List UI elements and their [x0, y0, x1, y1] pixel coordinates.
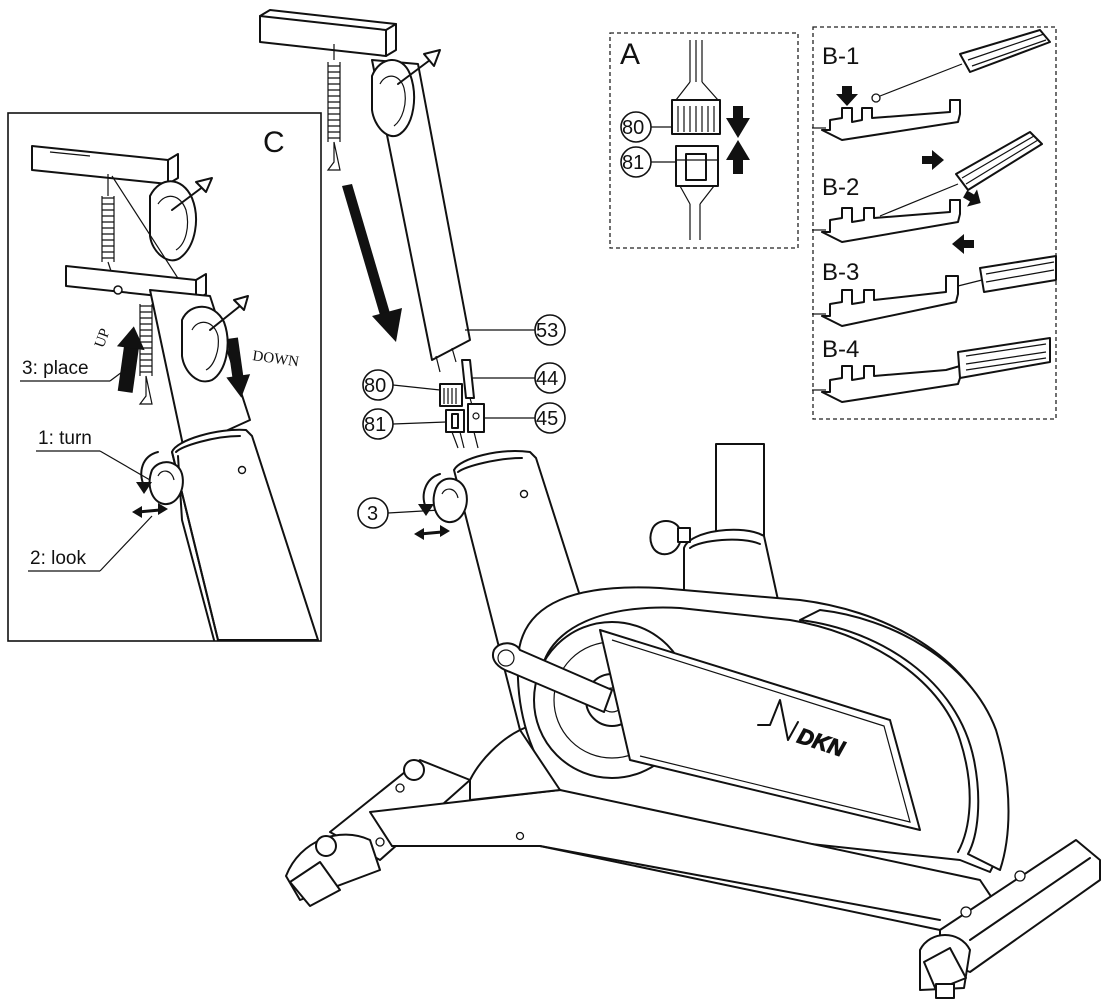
screwdriver-b3	[979, 255, 1057, 293]
press-up-arrow-icon	[726, 140, 750, 174]
arrow-b1-icon	[836, 86, 858, 106]
panel-c-frame	[7, 112, 322, 642]
clip-b2	[812, 199, 961, 243]
upper-handlebar	[31, 145, 213, 301]
cable-45	[467, 403, 485, 449]
spring-upper	[101, 174, 115, 281]
screwdriver-b4	[957, 337, 1051, 379]
panel-b: B-1 B-2 B-3	[812, 26, 1057, 420]
step-turn-label: 1: turn	[38, 428, 92, 449]
screwdriver-b2	[879, 131, 1043, 217]
down-label: DOWN	[251, 348, 300, 370]
part-label-44: 44	[536, 368, 558, 390]
screwdriver-b1	[871, 29, 1051, 103]
connector-80-a	[671, 99, 721, 135]
adjust-knob-main	[432, 477, 468, 524]
part-label-81-main: 81	[364, 414, 386, 436]
spring-lower	[138, 304, 153, 405]
part-label-53: 53	[536, 320, 558, 342]
part-label-81-a: 81	[622, 152, 644, 174]
arrow-b3-icon	[952, 234, 974, 254]
panel-b-frame	[812, 26, 1057, 420]
flywheel-cover	[492, 586, 1010, 873]
part-label-80-a: 80	[622, 117, 644, 139]
connector-81-a	[675, 145, 719, 187]
front-stabiliser	[919, 839, 1101, 999]
step-b4-label: B-4	[822, 336, 859, 363]
clip-b4	[812, 365, 961, 403]
seat-post-tube	[371, 49, 471, 373]
press-down-arrow-icon	[726, 106, 750, 138]
connector-80-main	[439, 383, 463, 407]
push-pull-arrow-icon	[132, 503, 168, 518]
panel-a-label: A	[620, 38, 640, 71]
step-b2-label: B-2	[822, 174, 859, 201]
post-tube-c	[149, 289, 251, 451]
arrow-b2b-icon	[963, 189, 981, 207]
panel-c: C	[7, 112, 322, 642]
step-b1-label: B-1	[822, 43, 859, 70]
part-label-45: 45	[536, 408, 558, 430]
bike-assembly: 53 44 45 80 81 3	[259, 9, 1101, 999]
step-b3-label: B-3	[822, 259, 859, 286]
insert-down-arrow-icon	[342, 184, 402, 342]
part-label-80-main: 80	[364, 375, 386, 397]
panel-c-label: C	[263, 126, 285, 159]
up-label: UP	[92, 326, 114, 350]
panel-a: A 80 81	[609, 32, 799, 249]
front-post	[649, 443, 779, 601]
clip-b1	[812, 99, 961, 141]
arrow-b2a-icon	[922, 150, 944, 170]
wire-44	[461, 359, 475, 413]
panel-a-frame	[609, 32, 799, 249]
push-pull-arrow-main-icon	[414, 525, 450, 540]
adjust-knob-c	[148, 461, 184, 506]
clip-b3	[812, 275, 983, 327]
up-arrow-icon	[116, 326, 145, 393]
down-arrow-icon	[226, 337, 251, 398]
step-look-label: 2: look	[30, 548, 86, 569]
connector-81-main	[445, 409, 465, 433]
handlebar-main	[259, 9, 397, 171]
part-label-3: 3	[367, 503, 378, 525]
step-place-label: 3: place	[22, 358, 89, 379]
spring-main	[326, 62, 341, 171]
frame-tube-c	[171, 428, 319, 641]
